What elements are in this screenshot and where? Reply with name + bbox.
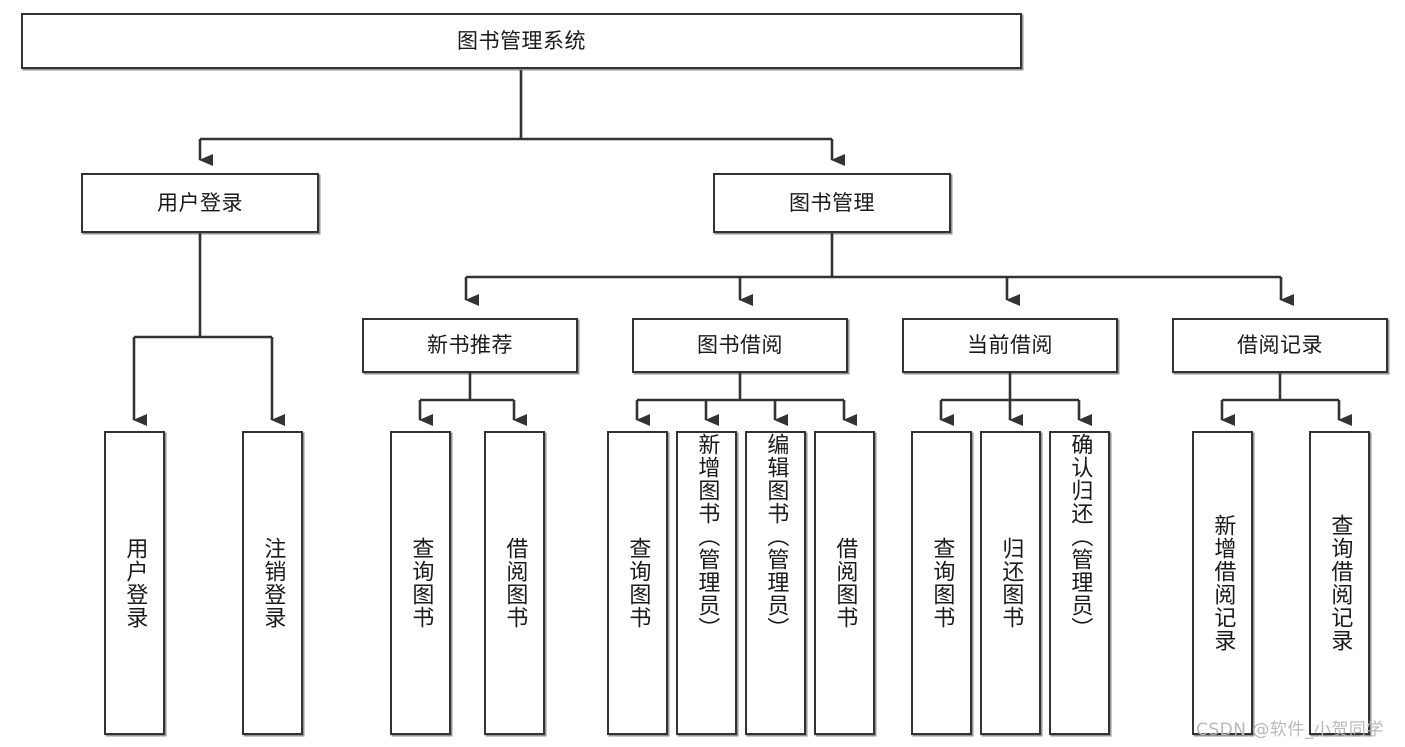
node-label: 借阅图书 [502, 537, 528, 629]
leaf-user-login[interactable]: 用户登录 [104, 431, 165, 735]
node-label: 新增借阅记录 [1210, 514, 1236, 652]
node-label: 查询借阅记录 [1327, 514, 1353, 652]
leaf-bb-add-book-admin[interactable]: 新增图书（管理员） [676, 431, 737, 735]
node-label: 新书推荐 [427, 333, 513, 358]
leaf-nbr-query-book[interactable]: 查询图书 [390, 431, 451, 735]
node-label: 用户登录 [157, 190, 243, 215]
node-label: 归还图书 [998, 537, 1024, 629]
leaf-br-query-record[interactable]: 查询借阅记录 [1309, 431, 1370, 735]
node-label: 新增图书（管理员） [694, 433, 720, 640]
node-user-login[interactable]: 用户登录 [81, 173, 319, 233]
node-label: 用户登录 [122, 537, 148, 629]
node-label: 查询图书 [929, 537, 955, 629]
csdn-watermark: CSDN @软件_小贺同学 [1196, 720, 1384, 740]
leaf-br-add-record[interactable]: 新增借阅记录 [1192, 431, 1253, 735]
leaf-bb-edit-book-admin[interactable]: 编辑图书（管理员） [745, 431, 806, 735]
node-borrow-record[interactable]: 借阅记录 [1172, 318, 1388, 373]
node-book-borrow[interactable]: 图书借阅 [632, 318, 848, 373]
leaf-cb-return-book[interactable]: 归还图书 [980, 431, 1041, 735]
leaf-user-logout[interactable]: 注销登录 [242, 431, 303, 735]
node-new-book-recommend[interactable]: 新书推荐 [362, 318, 578, 373]
node-label: 查询图书 [625, 537, 651, 629]
node-label: 借阅图书 [832, 537, 858, 629]
node-label: 查询图书 [408, 537, 434, 629]
node-label: 图书借阅 [697, 333, 783, 358]
node-label: 借阅记录 [1237, 333, 1323, 358]
leaf-cb-confirm-return-admin[interactable]: 确认归还（管理员） [1049, 431, 1110, 735]
node-book-management[interactable]: 图书管理 [713, 173, 951, 233]
node-label: 编辑图书（管理员） [763, 433, 789, 640]
node-current-borrow[interactable]: 当前借阅 [902, 318, 1118, 373]
leaf-bb-query-book[interactable]: 查询图书 [607, 431, 668, 735]
leaf-cb-query-book[interactable]: 查询图书 [911, 431, 972, 735]
node-label: 注销登录 [260, 537, 286, 629]
node-root-system[interactable]: 图书管理系统 [21, 13, 1022, 69]
node-label: 图书管理 [789, 190, 875, 215]
leaf-nbr-borrow-book[interactable]: 借阅图书 [484, 431, 545, 735]
node-label: 确认归还（管理员） [1067, 433, 1093, 640]
leaf-bb-borrow-book[interactable]: 借阅图书 [814, 431, 875, 735]
node-label: 图书管理系统 [457, 28, 586, 53]
node-label: 当前借阅 [967, 333, 1053, 358]
